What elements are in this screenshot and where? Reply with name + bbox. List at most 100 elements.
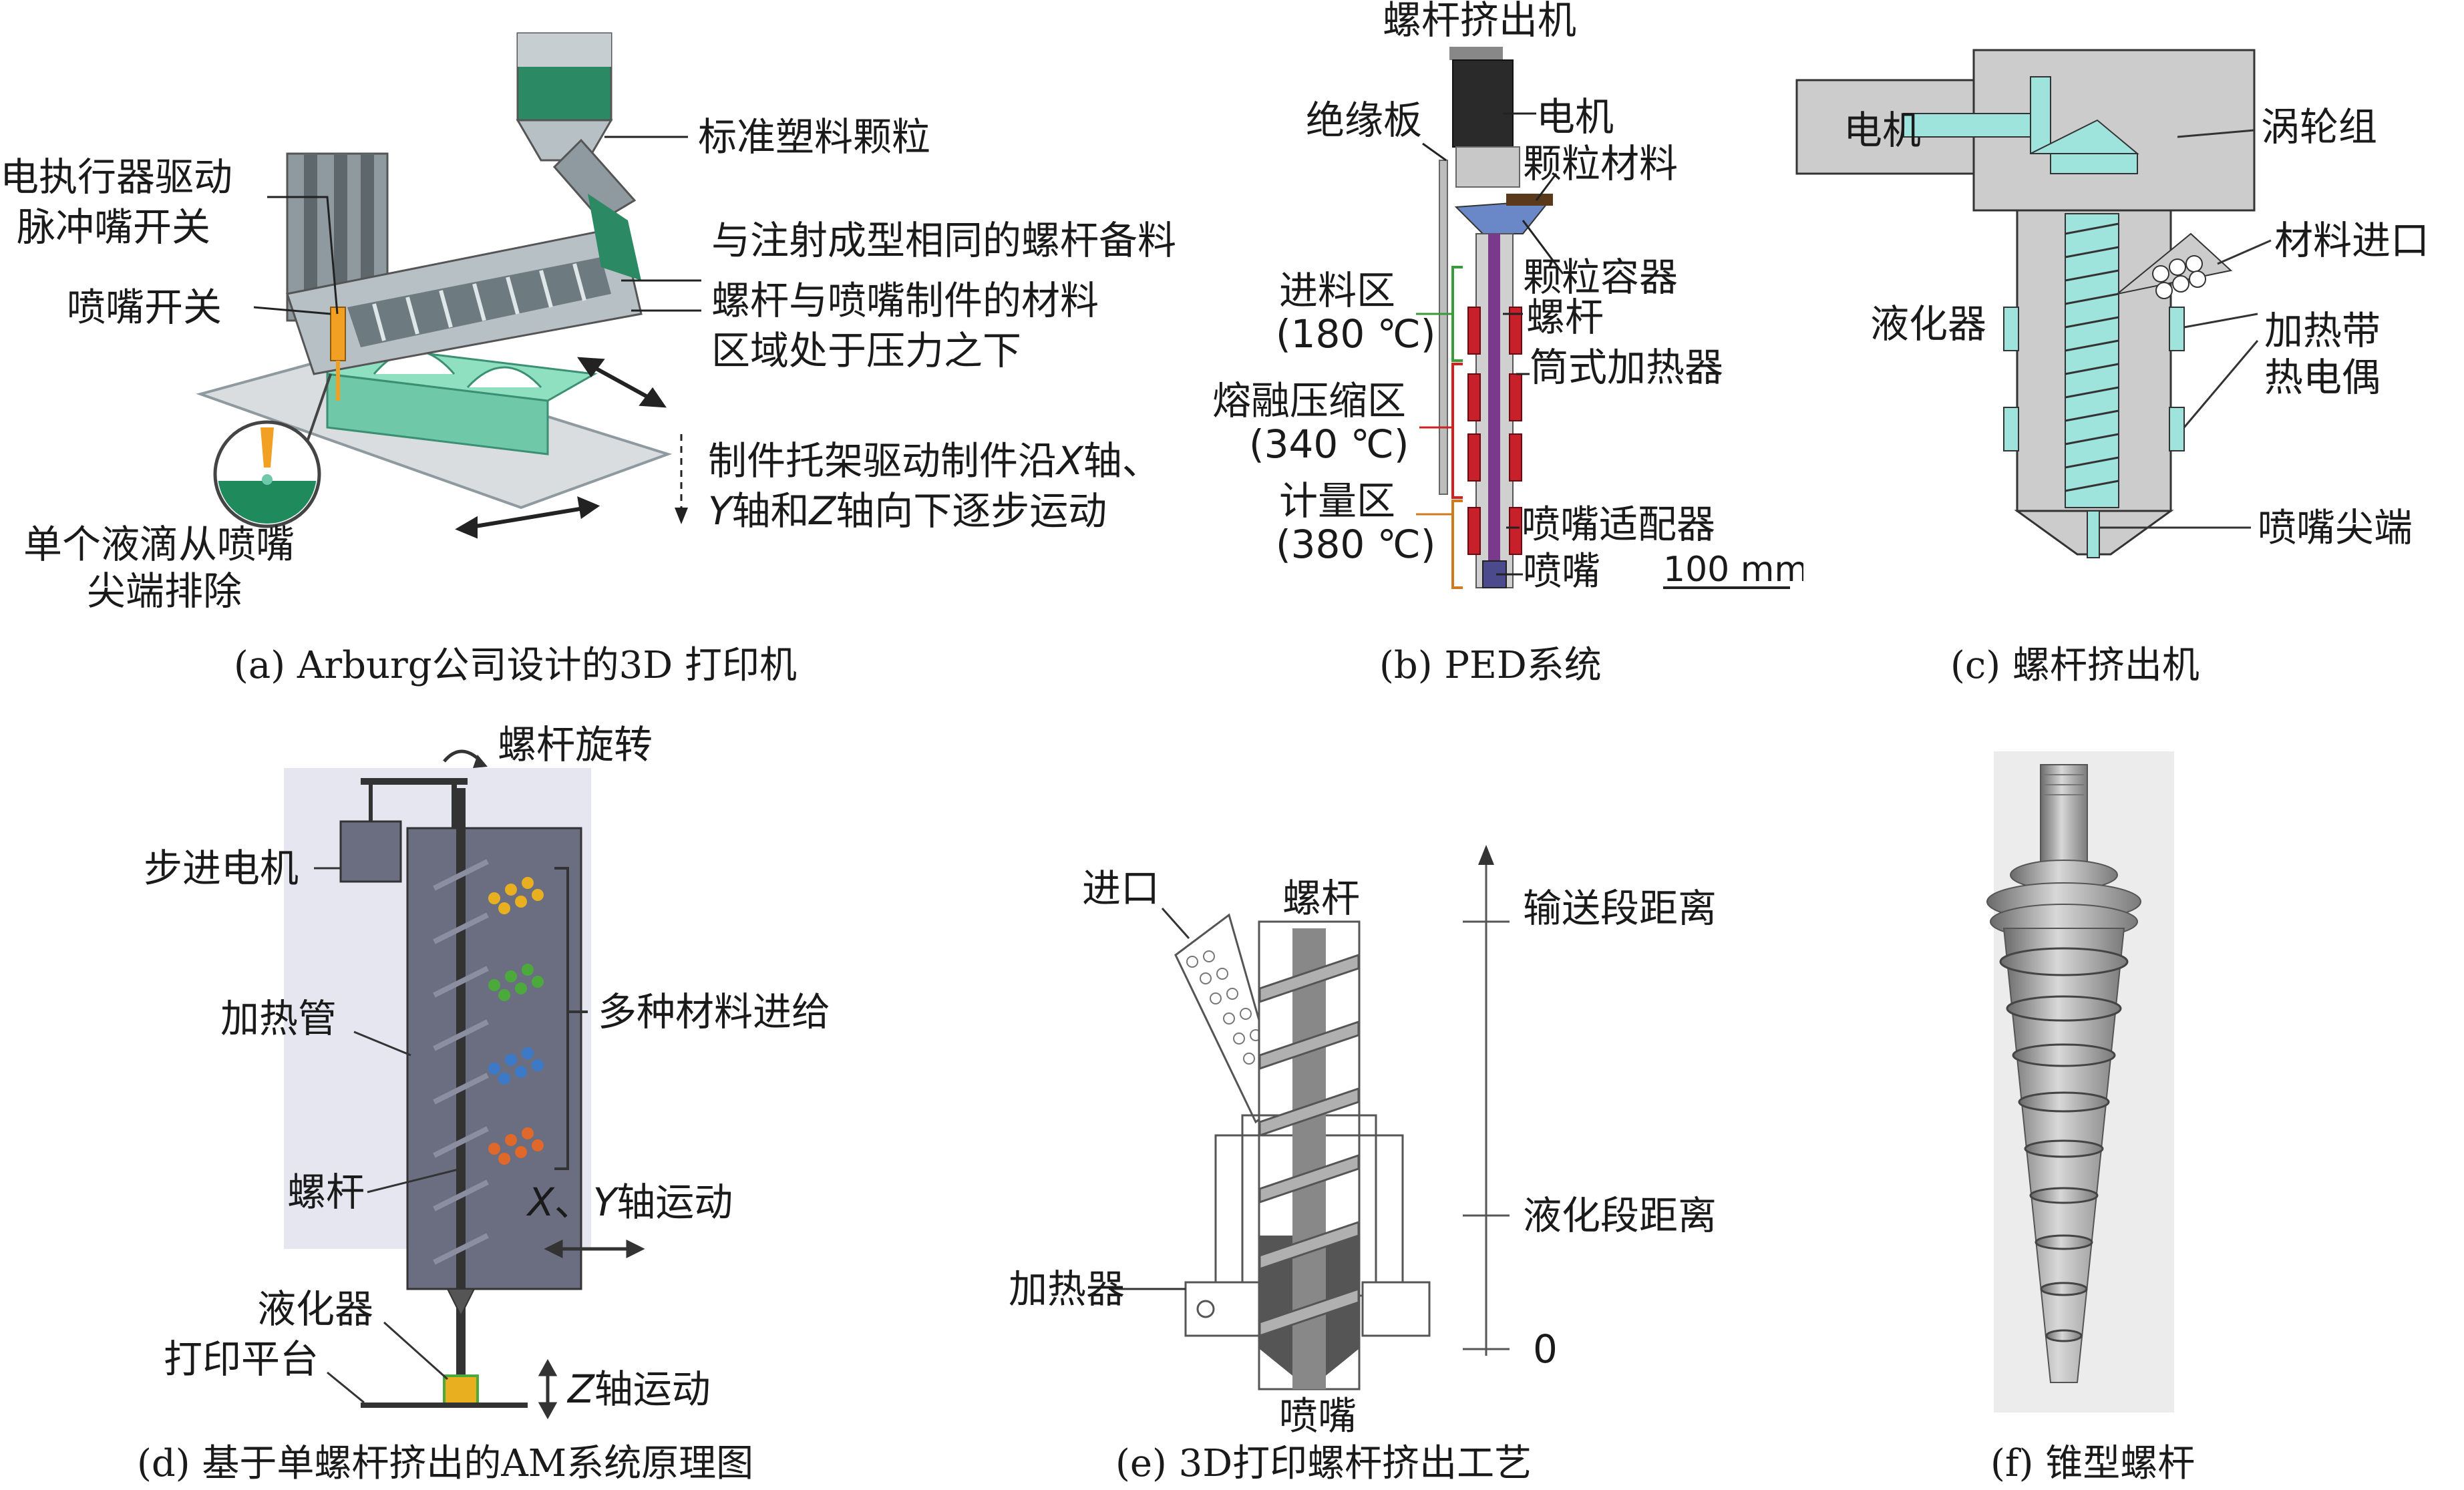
insulation-board <box>1439 160 1448 495</box>
panel-d: 螺杆旋转 步进电机 加热管 多种材料进给 螺杆 X、Y轴运动 液化器 打印平台 … <box>0 708 935 1490</box>
label-actuator-line1: 电执行器驱动 <box>0 154 232 200</box>
multi-feed-bracket <box>554 867 569 1170</box>
label-motor-c: 电机 <box>1843 108 1921 153</box>
panel-c: 电机 涡轮组 材料进口 液化器 加热带 热电偶 喷嘴尖端 (c) 螺杆挤出机 <box>1790 0 2464 708</box>
nozzle <box>330 307 346 361</box>
material-feed-4 <box>488 1127 544 1165</box>
label-droplet-line2: 尖端排除 <box>87 568 242 614</box>
screw-d-flights <box>433 859 489 1265</box>
screw-c <box>2065 213 2119 508</box>
label-liquefier-c: 液化器 <box>1870 301 1986 347</box>
label-heater-band: 加热带 <box>2264 308 2381 353</box>
label-nozzle-switch: 喷嘴开关 <box>67 285 222 330</box>
motion-arrows <box>455 357 667 539</box>
caption-b: (b) PED系统 <box>1379 644 1602 687</box>
xy-axis-arrow <box>544 1239 645 1259</box>
label-actuator-line2: 脉冲嘴开关 <box>17 204 210 250</box>
label-screw-e: 螺杆 <box>1282 876 1360 921</box>
label-granular-container: 颗粒容器 <box>1523 254 1678 300</box>
label-thermocouple: 热电偶 <box>2264 355 2381 400</box>
label-multi-material-feed: 多种材料进给 <box>598 989 830 1035</box>
label-motion-line1: 制件托架驱动制件沿X轴、 <box>708 438 1161 484</box>
label-heating-tube: 加热管 <box>220 996 337 1041</box>
panel-a: 电执行器驱动 脉冲嘴开关 喷嘴开关 单个液滴从喷嘴 尖端排除 标准塑料颗粒 与注… <box>0 0 1202 708</box>
caption-a: (a) Arburg公司设计的3D 打印机 <box>234 644 797 687</box>
material-feed-1 <box>488 877 544 914</box>
label-heater-e: 加热器 <box>1009 1266 1125 1312</box>
conical-screw-flights <box>1999 947 2129 1342</box>
label-insulation-board: 绝缘板 <box>1306 98 1422 143</box>
label-nozzle-b: 喷嘴 <box>1523 548 1600 594</box>
label-motion-line2: Y轴和Z轴向下逐步运动 <box>708 488 1107 534</box>
label-screw-rotation: 螺杆旋转 <box>498 722 653 767</box>
label-screw-d: 螺杆 <box>287 1169 365 1215</box>
leader-lines-a <box>253 136 701 508</box>
label-nozzle-tip: 喷嘴尖端 <box>2258 505 2413 550</box>
printed-lattice <box>443 1374 479 1405</box>
z-axis-arrow <box>538 1358 558 1420</box>
label-nozzle-adapter: 喷嘴适配器 <box>1522 502 1715 547</box>
printed-part <box>326 346 598 455</box>
label-print-platform: 打印平台 <box>164 1336 319 1382</box>
cartridge-heaters <box>1467 307 1522 555</box>
label-liquefier-d: 液化器 <box>257 1286 373 1332</box>
caption-e: (e) 3D打印螺杆挤出工艺 <box>1115 1442 1532 1485</box>
panel-f-illustration: (f) 锥型螺杆 <box>1986 751 2195 1485</box>
distance-axis <box>1463 855 1510 1356</box>
label-screw-stock: 与注射成型相同的螺杆备料 <box>711 218 1176 263</box>
label-feed-temp: (180 ℃) <box>1276 311 1436 357</box>
panel-b: 螺杆挤出机 <box>1202 0 1803 708</box>
label-conveying-distance: 输送段距离 <box>1523 886 1717 931</box>
barrel-screw <box>372 263 586 341</box>
label-zero: 0 <box>1533 1326 1558 1372</box>
label-pressure-line1: 螺杆与喷嘴制件的材料 <box>711 278 1099 323</box>
label-meter-temp: (380 ℃) <box>1276 522 1436 567</box>
panel-e: 进口 螺杆 加热器 喷嘴 输送段距离 液化段距离 0 (e) 3D打印螺杆挤出工… <box>935 708 1870 1490</box>
label-melt-temp: (340 ℃) <box>1249 421 1409 467</box>
label-liquefying-distance: 液化段距离 <box>1523 1193 1717 1238</box>
panel-e-illustration: 进口 螺杆 加热器 喷嘴 输送段距离 液化段距离 0 (e) 3D打印螺杆挤出工… <box>1009 845 1717 1485</box>
heating-tube <box>406 827 582 1290</box>
label-screw-b: 螺杆 <box>1526 295 1604 340</box>
inlet-pellets <box>1186 950 1272 1065</box>
screw-e-flights <box>1258 953 1360 1338</box>
label-pellets: 标准塑料颗粒 <box>698 114 930 160</box>
leader-lines-d <box>314 867 462 1404</box>
caption-f: (f) 锥型螺杆 <box>1990 1442 2195 1485</box>
label-pressure-line2: 区域处于压力之下 <box>711 328 1021 373</box>
label-stepper-motor: 步进电机 <box>144 846 299 891</box>
heater-e <box>1184 1281 1260 1337</box>
label-xy-motion: X、Y轴运动 <box>526 1179 733 1225</box>
material-feed-2 <box>488 964 544 1001</box>
label-granular-material: 颗粒材料 <box>1523 141 1678 186</box>
zone-bracket-melt <box>1451 363 1463 499</box>
zone-bracket-feed <box>1451 266 1463 362</box>
material-feed-3 <box>488 1047 544 1085</box>
leader-lines-e <box>1109 908 1190 1290</box>
label-droplet-line1: 单个液滴从喷嘴 <box>23 522 295 567</box>
label-nozzle-e: 喷嘴 <box>1279 1393 1357 1439</box>
screw-c-flights <box>2065 222 2119 492</box>
motor <box>1449 47 1503 60</box>
label-material-inlet: 材料进口 <box>2274 218 2429 263</box>
label-worm-gear: 涡轮组 <box>2261 104 2377 150</box>
panel-f: (f) 锥型螺杆 <box>1870 708 2464 1490</box>
panel-a-illustration: 电执行器驱动 脉冲嘴开关 喷嘴开关 单个液滴从喷嘴 尖端排除 标准塑料颗粒 与注… <box>0 32 1176 687</box>
label-meter-zone: 计量区 <box>1279 478 1395 524</box>
panel-c-illustration: 电机 涡轮组 材料进口 液化器 加热带 热电偶 喷嘴尖端 (c) 螺杆挤出机 <box>1795 49 2429 687</box>
zone-bracket-meter <box>1451 500 1463 589</box>
caption-d: (d) 基于单螺杆挤出的AM系统原理图 <box>137 1442 753 1485</box>
conical-screw-shank <box>2040 764 2088 872</box>
label-melt-zone: 熔融压缩区 <box>1212 378 1406 423</box>
label-feed-zone: 进料区 <box>1279 268 1395 313</box>
screw <box>1488 234 1500 581</box>
panel-b-title: 螺杆挤出机 <box>1383 0 1576 43</box>
panel-d-illustration: 螺杆旋转 步进电机 加热管 多种材料进给 螺杆 X、Y轴运动 液化器 打印平台 … <box>137 722 830 1485</box>
stepper-motor <box>339 820 402 883</box>
rotation-arrow <box>443 749 482 763</box>
label-inlet-e: 进口 <box>1082 866 1160 911</box>
label-z-motion: Z轴运动 <box>566 1366 711 1412</box>
caption-c: (c) 螺杆挤出机 <box>1950 644 2199 687</box>
leader-lines-c <box>2099 129 2272 529</box>
leader-lines-b <box>1422 112 1564 576</box>
